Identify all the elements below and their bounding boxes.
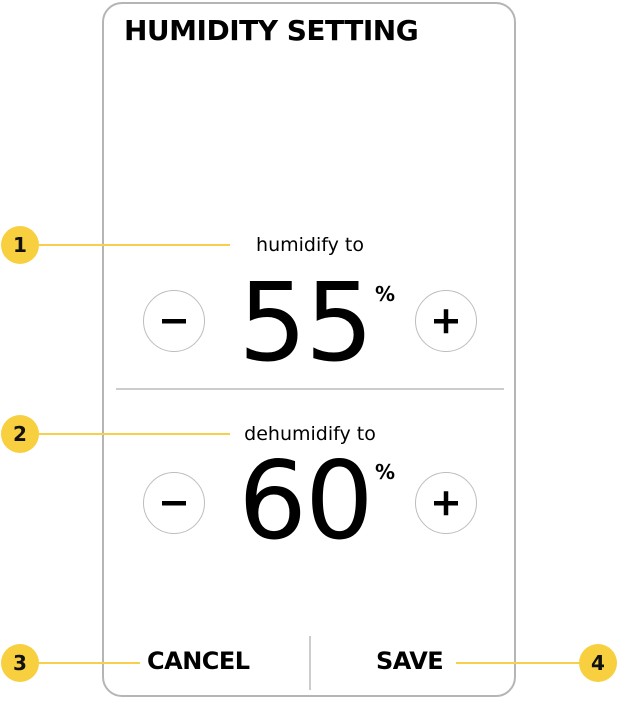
actions-divider bbox=[309, 636, 311, 690]
dehumidify-unit: % bbox=[375, 460, 396, 484]
minus-icon bbox=[162, 501, 186, 506]
callout-line-1 bbox=[38, 244, 230, 246]
callout-line-4 bbox=[456, 662, 582, 664]
callout-line-3 bbox=[38, 662, 140, 664]
callout-line-2 bbox=[38, 433, 230, 435]
humidify-increase-button[interactable] bbox=[415, 290, 477, 352]
callout-badge-4: 4 bbox=[579, 644, 617, 682]
minus-icon bbox=[162, 319, 186, 324]
callout-badge-1: 1 bbox=[1, 226, 39, 264]
plus-icon bbox=[434, 491, 458, 516]
save-button[interactable]: SAVE bbox=[376, 647, 444, 675]
humidify-label: humidify to bbox=[256, 234, 364, 256]
humidify-unit: % bbox=[375, 282, 396, 306]
plus-icon bbox=[434, 309, 458, 334]
dehumidify-value: 60 bbox=[238, 439, 373, 564]
dehumidify-decrease-button[interactable] bbox=[143, 472, 205, 534]
callout-badge-3: 3 bbox=[1, 644, 39, 682]
dehumidify-label: dehumidify to bbox=[244, 423, 376, 445]
humidify-decrease-button[interactable] bbox=[143, 290, 205, 352]
screen-title: HUMIDITY SETTING bbox=[124, 14, 419, 47]
section-divider bbox=[116, 388, 504, 390]
callout-badge-2: 2 bbox=[1, 415, 39, 453]
cancel-button[interactable]: CANCEL bbox=[147, 647, 250, 675]
humidify-value: 55 bbox=[238, 261, 373, 386]
dehumidify-increase-button[interactable] bbox=[415, 472, 477, 534]
